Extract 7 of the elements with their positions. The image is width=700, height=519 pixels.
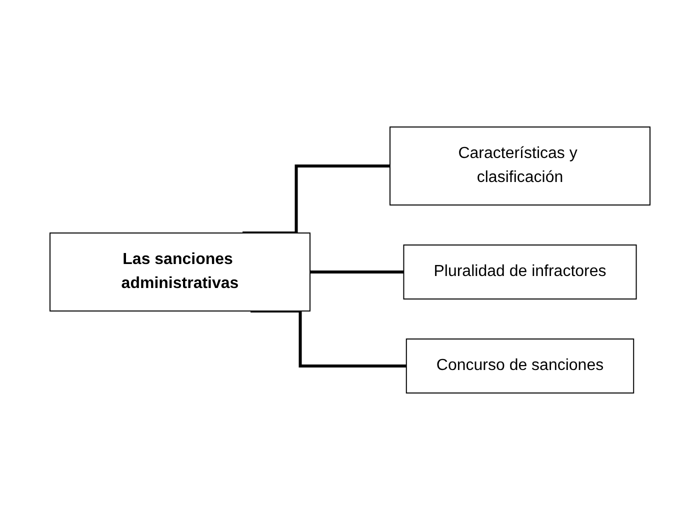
connector [242,164,390,234]
node-box: Pluralidad de infractores [403,244,637,299]
connector [250,309,406,367]
node-box: Las sanciones administrativas [50,232,310,311]
node-box: Características y clasificación [390,126,650,205]
node-box: Concurso de sanciones [406,338,634,393]
connector [310,270,404,273]
